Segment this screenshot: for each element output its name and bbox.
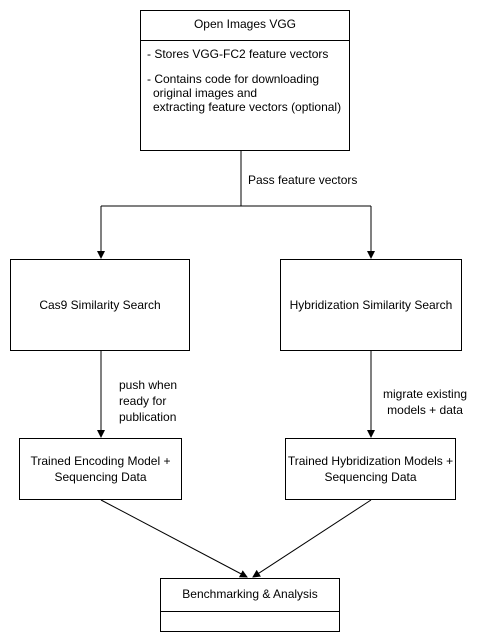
trained-hybridization-line-2: Sequencing Data bbox=[324, 470, 417, 484]
benchmarking-analysis-title: Benchmarking & Analysis bbox=[182, 587, 318, 601]
edge-models-to-benchmarking bbox=[252, 499, 372, 578]
hybridization-similarity-search-node: Hybridization Similarity Search bbox=[280, 259, 462, 351]
open-images-bullet-2-line-1: - Contains code for downloading bbox=[147, 72, 320, 86]
push-label-line-2: ready for bbox=[119, 394, 167, 408]
cas9-similarity-search-node: Cas9 Similarity Search bbox=[10, 259, 190, 351]
trained-encoding-line-1: Trained Encoding Model + bbox=[30, 454, 171, 468]
migrate-label-line-2: models + data bbox=[387, 403, 463, 417]
pass-feature-vectors-label: Pass feature vectors bbox=[248, 173, 358, 187]
open-images-details: - Stores VGG-FC2 feature vectors - Conta… bbox=[141, 41, 349, 114]
open-images-bullet-2-line-2: original images and bbox=[153, 86, 258, 100]
open-images-bullet-2-line-3: extracting feature vectors (optional) bbox=[153, 100, 342, 114]
migrate-existing-label: migrate existing models + data bbox=[383, 386, 467, 418]
trained-encoding-model-node: Trained Encoding Model + Sequencing Data bbox=[19, 438, 182, 500]
trained-hybridization-line-1: Trained Hybridization Models + bbox=[287, 454, 454, 468]
open-images-bullet-1: - Stores VGG-FC2 feature vectors bbox=[147, 47, 329, 61]
benchmarking-analysis-node: Benchmarking & Analysis bbox=[160, 578, 340, 632]
trained-hybridization-models-node: Trained Hybridization Models + Sequencin… bbox=[285, 438, 456, 500]
push-label-line-3: publication bbox=[119, 410, 177, 424]
open-images-title: Open Images VGG bbox=[193, 17, 297, 31]
open-images-divider bbox=[141, 40, 349, 41]
migrate-label-line-1: migrate existing bbox=[383, 387, 468, 401]
push-label-line-1: push when bbox=[119, 378, 178, 392]
benchmarking-divider bbox=[161, 611, 339, 612]
open-images-bullet-2: - Contains code for downloading original… bbox=[147, 72, 343, 114]
cas9-similarity-search-label: Cas9 Similarity Search bbox=[39, 298, 161, 312]
edge-encoding-to-benchmarking bbox=[100, 499, 248, 578]
open-images-vgg-node: Open Images VGG - Stores VGG-FC2 feature… bbox=[140, 10, 350, 151]
trained-encoding-line-2: Sequencing Data bbox=[54, 470, 147, 484]
hybridization-similarity-search-label: Hybridization Similarity Search bbox=[289, 298, 453, 312]
push-when-ready-label: push when ready for publication bbox=[119, 377, 177, 425]
